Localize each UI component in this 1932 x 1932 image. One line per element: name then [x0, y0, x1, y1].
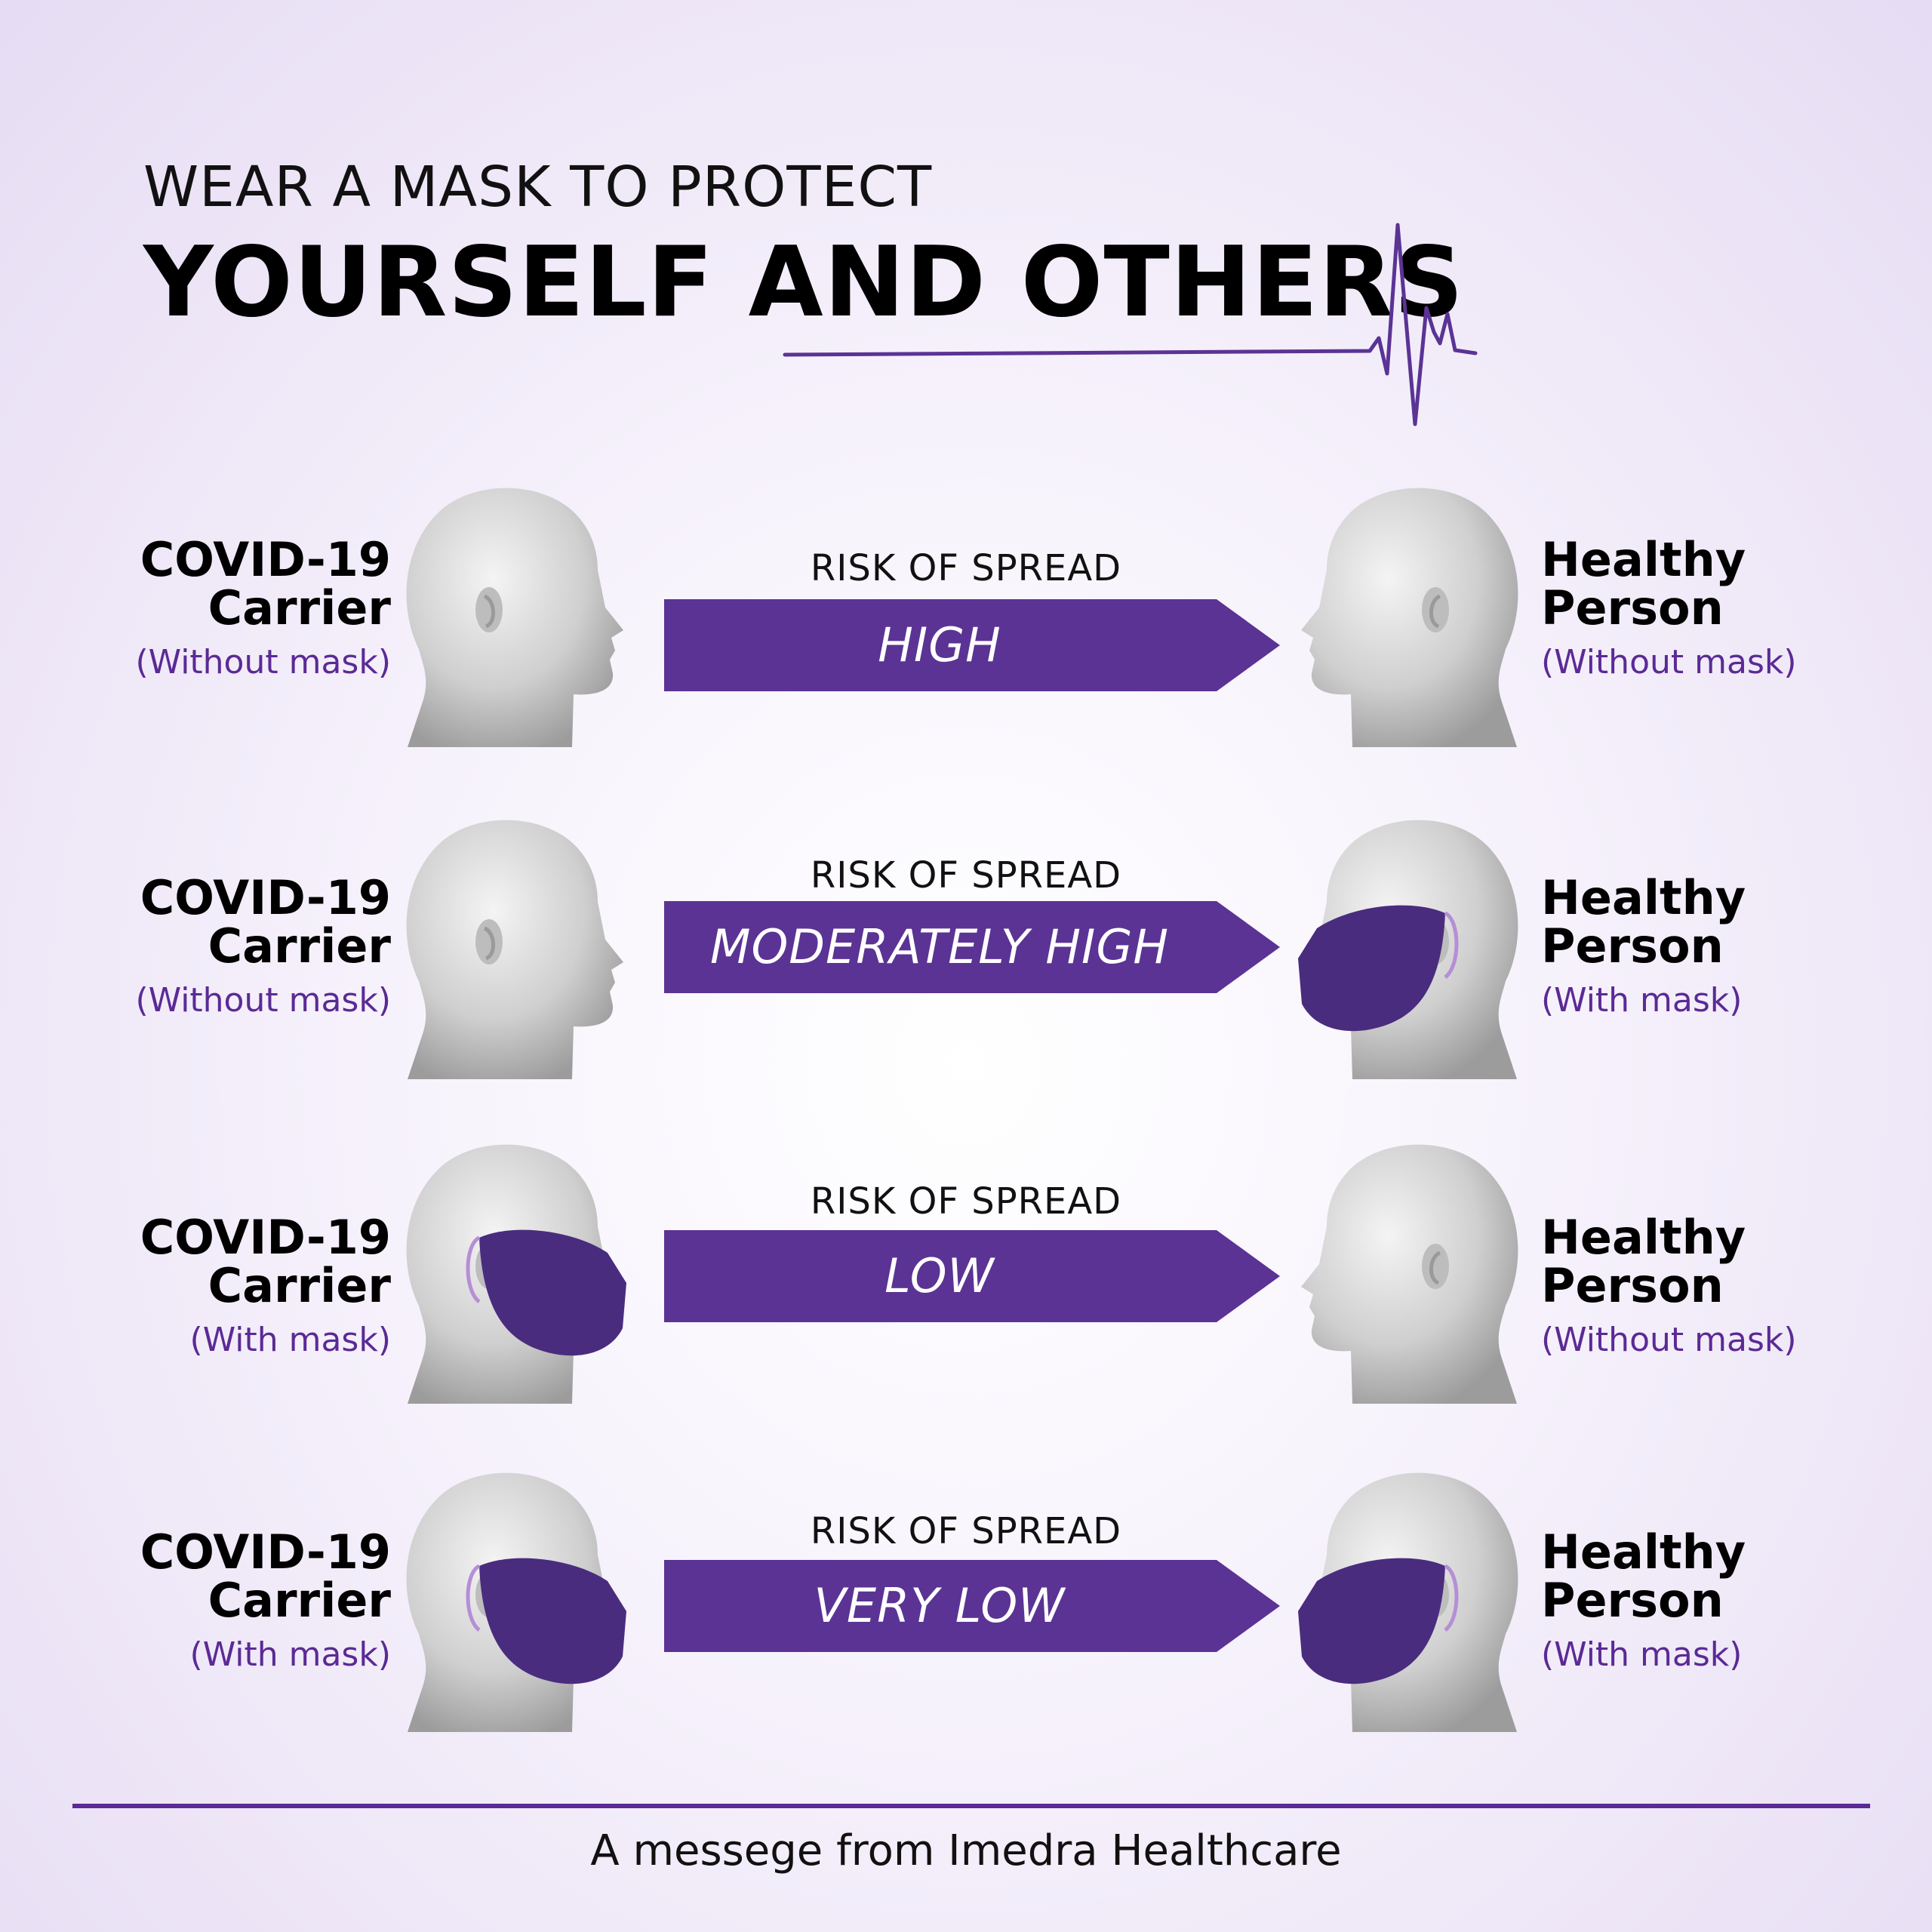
healthy-title: Healthy [1541, 1524, 1746, 1580]
healthy-head-icon [1283, 1132, 1524, 1404]
heartbeat-line-icon [783, 223, 1478, 426]
healthy-title: Healthy [1541, 870, 1746, 925]
healthy-head-masked-icon [1283, 1460, 1524, 1732]
healthy-label: Healthy Person (Without mask) [1541, 532, 1797, 682]
risk-caption: RISK OF SPREAD [810, 547, 1122, 589]
healthy-title: Healthy [1541, 1210, 1746, 1265]
healthy-mask-status: (With mask) [1541, 981, 1743, 1020]
carrier-head-masked-icon [400, 1132, 641, 1404]
healthy-label: Healthy Person (Without mask) [1541, 1210, 1797, 1360]
carrier-mask-status: (With mask) [189, 1321, 391, 1359]
carrier-label: COVID-19 Carrier (Without mask) [135, 874, 391, 1020]
healthy-title: Healthy [1541, 532, 1746, 587]
risk-row-3: COVID-19 Carrier (With mask) RISK OF SPR… [0, 1132, 1932, 1404]
carrier-label: COVID-19 Carrier (Without mask) [135, 532, 391, 682]
carrier-subtitle: Carrier [208, 918, 391, 974]
risk-level: VERY LOW [814, 1578, 1066, 1633]
carrier-subtitle: Carrier [208, 1573, 391, 1628]
risk-level: MODERATELY HIGH [710, 919, 1169, 974]
risk-level: LOW [884, 1248, 995, 1303]
carrier-title: COVID-19 [140, 1524, 391, 1580]
carrier-title: COVID-19 [140, 532, 391, 587]
risk-caption: RISK OF SPREAD [810, 1180, 1122, 1223]
healthy-mask-status: (With mask) [1541, 1635, 1743, 1674]
carrier-label: COVID-19 Carrier (With mask) [140, 1524, 391, 1675]
healthy-label: Healthy Person (With mask) [1541, 874, 1746, 1020]
carrier-head-icon [400, 808, 641, 1079]
carrier-label: COVID-19 Carrier (With mask) [140, 1210, 391, 1360]
carrier-mask-status: (With mask) [189, 1635, 391, 1674]
headline-top: WEAR A MASK TO PROTECT [143, 155, 933, 220]
healthy-label: Healthy Person (With mask) [1541, 1524, 1746, 1675]
carrier-mask-status: (Without mask) [135, 643, 391, 681]
footer-divider [72, 1804, 1870, 1808]
carrier-subtitle: Carrier [208, 1258, 391, 1313]
carrier-title: COVID-19 [140, 1210, 391, 1265]
healthy-subtitle: Person [1541, 1258, 1724, 1313]
healthy-mask-status: (Without mask) [1541, 1321, 1797, 1359]
carrier-subtitle: Carrier [208, 580, 391, 635]
risk-arrow [664, 901, 1280, 993]
risk-arrow [664, 1560, 1280, 1652]
risk-row-1: COVID-19 Carrier (Without mask) RISK OF … [0, 475, 1932, 747]
healthy-head-masked-icon [1283, 808, 1524, 1079]
risk-arrow [664, 599, 1280, 691]
risk-arrow [664, 1230, 1280, 1322]
healthy-subtitle: Person [1541, 1573, 1724, 1628]
footer-message: A messege from Imedra Healthcare [590, 1826, 1342, 1875]
healthy-head-icon [1283, 475, 1524, 747]
risk-caption: RISK OF SPREAD [810, 854, 1122, 897]
carrier-head-icon [400, 475, 641, 747]
healthy-mask-status: (Without mask) [1541, 643, 1797, 681]
headline-main: YOURSELF AND OTHERS [143, 226, 1465, 339]
risk-caption: RISK OF SPREAD [810, 1510, 1122, 1552]
carrier-head-masked-icon [400, 1460, 641, 1732]
carrier-title: COVID-19 [140, 870, 391, 925]
healthy-subtitle: Person [1541, 580, 1724, 635]
risk-level: HIGH [878, 617, 1001, 672]
risk-row-2: COVID-19 Carrier (Without mask) RISK OF … [0, 808, 1932, 1079]
healthy-subtitle: Person [1541, 918, 1724, 974]
carrier-mask-status: (Without mask) [135, 981, 391, 1020]
risk-row-4: COVID-19 Carrier (With mask) RISK OF SPR… [0, 1460, 1932, 1732]
